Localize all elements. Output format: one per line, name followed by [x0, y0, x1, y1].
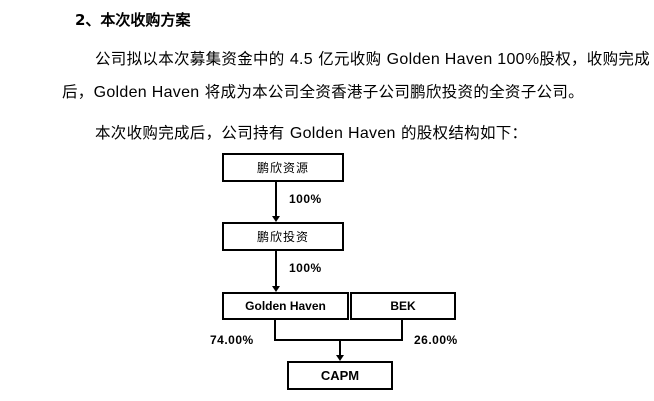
node-pengxin-resources: 鹏欣资源: [222, 153, 344, 182]
text-run: 亿元收购: [312, 50, 387, 68]
node-capm: CAPM: [287, 361, 393, 390]
arrow-head-icon: [272, 216, 280, 222]
edge-label-bek-to-capm: 26.00%: [414, 333, 458, 347]
arrow-head-icon: [336, 355, 344, 361]
text-run: Golden Haven 100%: [386, 51, 540, 68]
text-run: Golden Haven: [93, 84, 200, 101]
arrow-head-icon: [272, 286, 280, 292]
node-pengxin-investment: 鹏欣投资: [222, 222, 344, 251]
edge-label-golden-haven-to-capm: 74.00%: [210, 333, 254, 347]
paragraph-1-line-2: 后，Golden Haven 将成为本公司全资香港子公司鹏欣投资的全资子公司。: [62, 80, 584, 102]
text-run: 本次收购完成后，公司持有: [95, 124, 290, 142]
node-bek: BEK: [350, 292, 456, 320]
node-golden-haven: Golden Haven: [222, 292, 349, 320]
text-run: 后，: [62, 83, 94, 101]
text-run: Golden Haven: [289, 125, 396, 142]
edge-label-investment-to-golden-haven: 100%: [289, 261, 322, 275]
section-heading: 2、本次收购方案: [75, 11, 191, 29]
text-run: 4.5: [289, 51, 313, 68]
edge-label-resources-to-investment: 100%: [289, 192, 322, 206]
text-run: 的股权结构如下：: [395, 124, 528, 142]
paragraph-1-line-1: 公司拟以本次募集资金中的 4.5 亿元收购 Golden Haven 100%股…: [95, 47, 650, 69]
paragraph-2-line-1: 本次收购完成后，公司持有 Golden Haven 的股权结构如下：: [95, 121, 527, 143]
text-run: 将成为本公司全资香港子公司鹏欣投资的全资子公司。: [199, 83, 584, 101]
text-run: 股权，收购完成: [539, 50, 651, 68]
text-run: 公司拟以本次募集资金中的: [95, 50, 290, 68]
